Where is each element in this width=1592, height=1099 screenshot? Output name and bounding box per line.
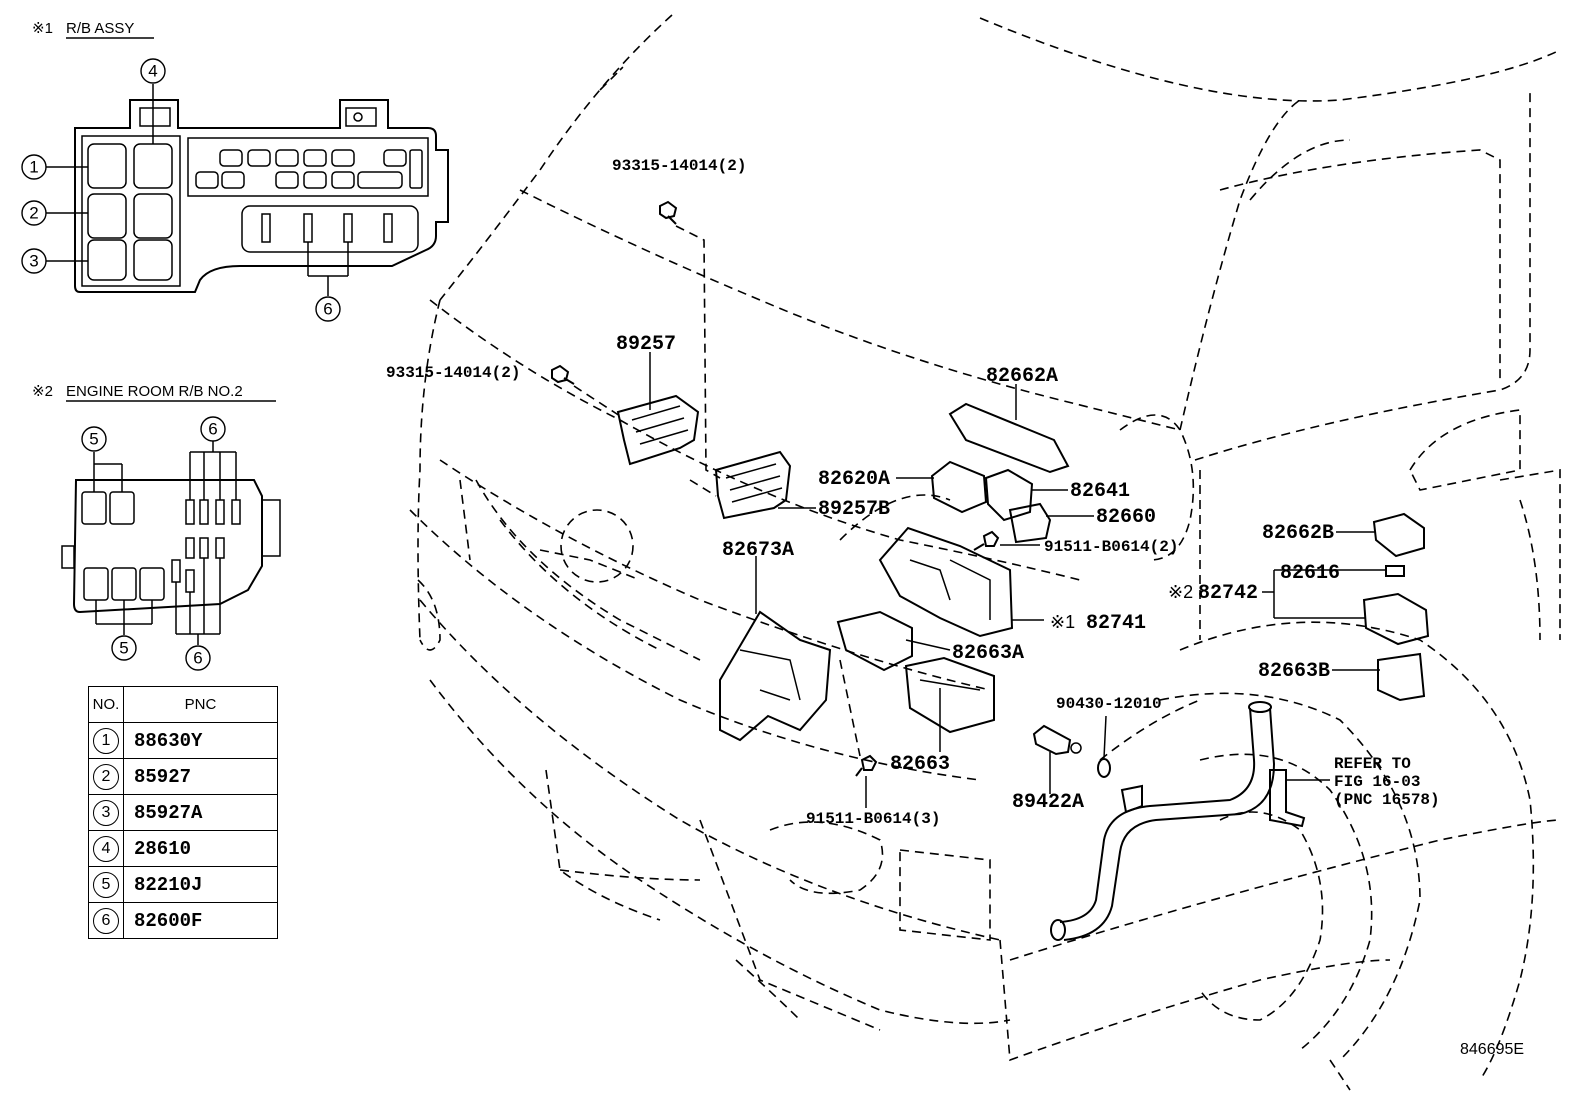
callout-5-bottom: 5 [119, 639, 128, 658]
row-no: 1 [93, 727, 119, 754]
label-82641: 82641 [1070, 480, 1130, 503]
part-labels: 93315-14014(2) 93315-14014(2) 89257 8925… [386, 157, 1524, 1058]
row-no: 4 [93, 835, 119, 862]
table-row: 1 88630Y [88, 722, 278, 759]
row-pnc: 82600F [123, 902, 278, 939]
callout-5-top: 5 [89, 430, 98, 449]
callout-6: 6 [323, 300, 332, 319]
parts [551, 200, 1430, 941]
label-89257B: 89257B [818, 498, 890, 521]
row-pnc: 85927A [123, 794, 278, 831]
row-no: 2 [93, 763, 119, 790]
figure-id: 846695E [1460, 1041, 1524, 1058]
pnc-table: NO. PNC 1 88630Y 2 85927 3 85927A 4 2861… [88, 686, 278, 939]
leader-lines [649, 352, 1386, 808]
row-pnc: 82210J [123, 866, 278, 903]
inset-1-mark: ※1 [32, 20, 53, 37]
label-82662B: 82662B [1262, 522, 1334, 545]
label-93315-left: 93315-14014(2) [386, 364, 520, 382]
label-82742-mark: ※2 [1168, 582, 1193, 602]
label-82663B: 82663B [1258, 660, 1330, 683]
inset-2-mark: ※2 [32, 383, 53, 400]
callout-3: 3 [29, 252, 38, 271]
label-82741-mark: ※1 [1050, 612, 1075, 632]
header-no: NO. [88, 686, 124, 723]
label-82663: 82663 [890, 753, 950, 776]
table-row: 4 28610 [88, 830, 278, 867]
row-pnc: 85927 [123, 758, 278, 795]
table-row: 2 85927 [88, 758, 278, 795]
table-header-row: NO. PNC [88, 686, 278, 723]
label-82660: 82660 [1096, 506, 1156, 529]
label-82616: 82616 [1280, 562, 1340, 585]
label-91511-3: 91511-B0614(3) [806, 810, 940, 828]
table-row: 3 85927A [88, 794, 278, 831]
label-82662A: 82662A [986, 365, 1058, 388]
label-82620A: 82620A [818, 468, 890, 491]
table-row: 5 82210J [88, 866, 278, 903]
row-no: 6 [93, 907, 119, 934]
label-82741: 82741 [1086, 612, 1146, 635]
row-no: 3 [93, 799, 119, 826]
inset-engine-room-rb: ※2 ENGINE ROOM R/B NO.2 [32, 383, 281, 671]
label-90430: 90430-12010 [1056, 695, 1162, 713]
table-row: 6 82600F [88, 902, 278, 939]
vehicle-outline [409, 14, 1561, 1091]
header-pnc: PNC [123, 686, 278, 723]
callout-1: 1 [29, 158, 38, 177]
callout-6-top: 6 [208, 420, 217, 439]
label-89422A: 89422A [1012, 791, 1084, 814]
callout-4: 4 [148, 62, 157, 81]
callout-6-bottom: 6 [193, 649, 202, 668]
inset-1-title: R/B ASSY [66, 20, 134, 37]
refer-line-3: (PNC 16578) [1334, 791, 1440, 809]
inset-2-title: ENGINE ROOM R/B NO.2 [66, 383, 243, 400]
refer-line-2: FIG 16-03 [1334, 773, 1420, 791]
row-pnc: 28610 [123, 830, 278, 867]
label-82663A: 82663A [952, 642, 1024, 665]
label-93315-top: 93315-14014(2) [612, 157, 746, 175]
row-no: 5 [93, 871, 119, 898]
callout-2: 2 [29, 204, 38, 223]
refer-line-1: REFER TO [1334, 755, 1411, 773]
label-82742: 82742 [1198, 582, 1258, 605]
label-91511-2: 91511-B0614(2) [1044, 538, 1178, 556]
row-pnc: 88630Y [123, 722, 278, 759]
inset-rb-assy: ※1 R/B ASSY [21, 20, 449, 322]
label-82673A: 82673A [722, 539, 794, 562]
label-89257: 89257 [616, 333, 676, 356]
